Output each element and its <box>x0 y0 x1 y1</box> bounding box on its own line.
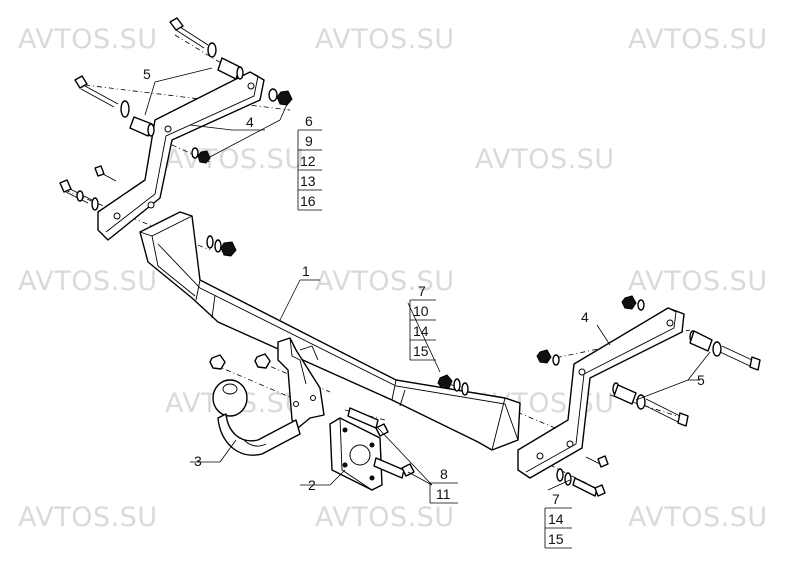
bracket-hole <box>578 368 586 376</box>
bracket-hole <box>247 82 255 90</box>
callout-stack-middle: 7 10 14 15 <box>409 283 436 361</box>
left-bolt-set-lower <box>59 165 117 211</box>
bracket-hole <box>666 319 674 327</box>
plate-hole <box>310 395 316 401</box>
bracket-hole <box>147 201 155 209</box>
callout-stack-mid-item: 14 <box>413 323 429 339</box>
watermark: AVTOS.SU <box>628 266 768 297</box>
watermark: AVTOS.SU <box>18 266 158 297</box>
watermark: AVTOS.SU <box>628 24 768 55</box>
right-bolt-set-lower <box>612 382 689 427</box>
ball-mount-plate <box>277 337 325 429</box>
main-cross-beam <box>139 211 521 451</box>
socket-bolts <box>347 407 415 479</box>
callout-stack-top-item: 6 <box>305 113 313 129</box>
left-bolt-set-upper <box>169 17 244 80</box>
callout-5-right: 5 <box>697 372 705 388</box>
callout-stack-top-item: 16 <box>300 193 316 209</box>
callout-stack-mid-item: 15 <box>413 343 429 359</box>
callout-stack-bottom-item: 15 <box>548 531 564 547</box>
callout-stack-socket-item: 8 <box>440 466 448 482</box>
watermark: AVTOS.SU <box>165 144 305 175</box>
callout-stack-socket: 8 11 <box>429 466 458 504</box>
callout-stack-top-item: 13 <box>300 173 316 189</box>
socket-hole <box>349 444 371 466</box>
callout-stack-mid-item: 7 <box>418 283 426 299</box>
left-bolt-set-middle <box>74 75 155 137</box>
callout-stack-top-item: 9 <box>305 133 313 149</box>
watermark: AVTOS.SU <box>18 24 158 55</box>
callout-stack-bottom-item: 7 <box>552 491 560 507</box>
bracket-hole <box>536 452 544 460</box>
beam-nut-stack <box>437 374 469 396</box>
callout-1: 1 <box>302 263 310 279</box>
bracket-hole <box>566 440 574 448</box>
callout-2: 2 <box>308 477 316 493</box>
tow-ball <box>212 379 248 417</box>
watermark: AVTOS.SU <box>315 266 455 297</box>
callout-3: 3 <box>194 453 202 469</box>
watermark: AVTOS.SU <box>475 144 615 175</box>
right-bolt-set-upper <box>689 330 761 371</box>
watermark-layer: AVTOS.SU AVTOS.SU AVTOS.SU AVTOS.SU AVTO… <box>18 24 768 533</box>
callout-stack-bottom-item: 14 <box>548 511 564 527</box>
callout-4-left: 4 <box>246 114 254 130</box>
left-nuts-washers <box>191 88 293 257</box>
right-nuts-washers <box>536 295 645 497</box>
watermark: AVTOS.SU <box>628 502 768 533</box>
callout-stack-top: 6 9 12 13 16 <box>297 113 322 211</box>
watermark: AVTOS.SU <box>315 502 455 533</box>
watermark: AVTOS.SU <box>18 502 158 533</box>
callout-leaders <box>144 67 711 491</box>
tow-ball-neck <box>212 379 301 456</box>
socket-plate <box>329 417 383 491</box>
callout-stack-bottom: 7 14 15 <box>544 491 572 549</box>
callout-labels: 1 2 3 4 4 5 5 <box>143 66 705 493</box>
callout-4-right: 4 <box>581 309 589 325</box>
bracket-hole <box>164 125 172 133</box>
watermark: AVTOS.SU <box>315 24 455 55</box>
center-nuts <box>209 353 271 370</box>
plate-hole <box>293 401 299 407</box>
callout-stack-socket-item: 11 <box>436 486 451 502</box>
callout-stack-mid-item: 10 <box>413 303 429 319</box>
bracket-hole <box>113 212 121 220</box>
callout-5-left: 5 <box>143 66 151 82</box>
right-mounting-bracket <box>517 307 685 479</box>
callout-stack-top-item: 12 <box>300 153 316 169</box>
left-mounting-bracket <box>97 71 265 241</box>
